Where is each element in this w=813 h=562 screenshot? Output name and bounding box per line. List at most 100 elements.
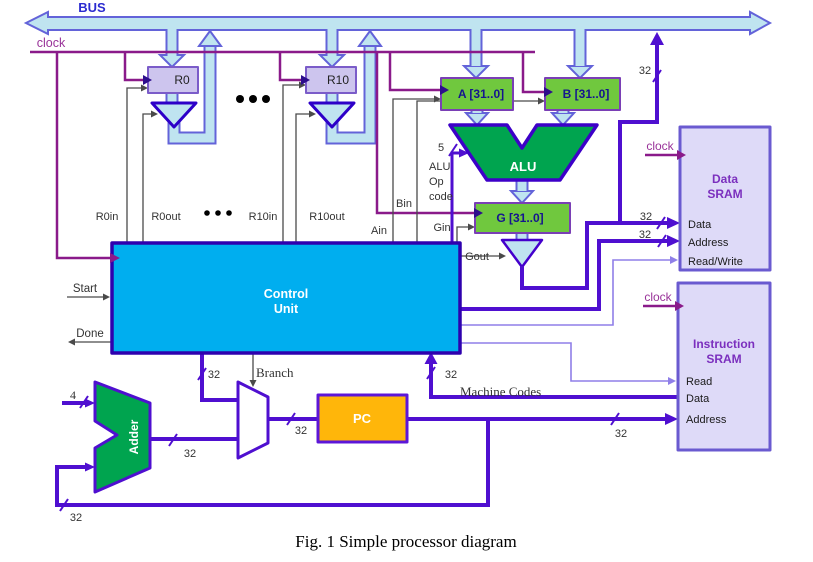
wire-r10out [295, 113, 309, 243]
width-32-machine-codes: 32 [445, 369, 457, 381]
control-unit [110, 241, 462, 355]
data-wire-arrowheads [85, 32, 680, 472]
width-32-mux-out: 32 [295, 425, 307, 437]
wire-r0in [126, 87, 141, 243]
register-g [474, 202, 571, 234]
register-b-label: B [31..0] [563, 87, 610, 101]
alu-op-label-line3: code [429, 191, 453, 203]
blocks [93, 66, 772, 494]
signal-r10in-label: R10in [249, 211, 278, 223]
data-wires [55, 45, 678, 507]
control-unit-label-line2: Unit [274, 302, 299, 316]
data-sram-title-line2: SRAM [707, 187, 742, 201]
data-sram [678, 125, 772, 272]
wire-to-bus [618, 45, 659, 223]
wire-cu-read [460, 342, 668, 382]
wire-cu-readwrite [460, 259, 670, 326]
b-clock-chevron-icon [544, 87, 553, 97]
tristate-buffer-g [500, 238, 544, 269]
tristate-buffer-r10 [308, 101, 356, 129]
instruction-sram-title-line1: Instruction [693, 337, 755, 351]
signal-bin-label: Bin [396, 198, 412, 210]
bus-label: BUS [78, 0, 106, 15]
instruction-sram-port-address: Address [686, 414, 727, 426]
r10-clock-chevron-icon [301, 75, 310, 85]
instruction-sram-clock-label: clock [644, 290, 672, 304]
width-32-adder-out: 32 [184, 448, 196, 460]
a-clock-chevron-icon [440, 85, 449, 95]
figure-caption: Fig. 1 Simple processor diagram [295, 532, 516, 551]
g-clock-chevron-icon [474, 208, 483, 218]
data-sram-port-readwrite: Read/Write [688, 256, 743, 268]
wire-cu-to-mux [200, 353, 238, 402]
data-sram-title-line1: Data [712, 172, 738, 186]
signal-r0out-label: R0out [151, 211, 180, 223]
signal-ain-label: Ain [371, 225, 387, 237]
signal-r10out-label: R10out [309, 211, 344, 223]
width-32-data: 32 [640, 211, 652, 223]
alu-op-width-label: 5 [438, 142, 444, 154]
cu-clock-chevron-icon [110, 253, 120, 263]
instruction-sram-port-read: Read [686, 376, 712, 388]
width-32-bus-up: 32 [639, 65, 651, 77]
control-wires [460, 259, 670, 382]
register-a [440, 77, 514, 111]
wire-g-to-datasram [520, 221, 667, 290]
control-unit-label-line1: Control [264, 287, 308, 301]
signal-gin-label: Gin [433, 222, 450, 234]
data-sram-clock-chevron-icon [677, 150, 686, 160]
wire-machine-codes [429, 364, 678, 399]
data-sram-clock-label: clock [646, 139, 674, 153]
wire-r10in [282, 84, 299, 243]
instruction-sram [676, 281, 772, 452]
control-wire-arrowheads [668, 256, 678, 385]
data-sram-port-data: Data [688, 219, 712, 231]
signal-start-label: Start [73, 283, 98, 295]
data-sram-port-address: Address [688, 237, 729, 249]
register-r0 [147, 66, 199, 94]
alu-op-label-line2: Op [429, 176, 444, 188]
width-4-adder: 4 [70, 388, 76, 402]
signal-gout-label: Gout [465, 251, 489, 263]
branch-mux [236, 380, 270, 460]
tristate-buffer-r0 [150, 101, 198, 129]
instruction-sram-title-line2: SRAM [706, 352, 741, 366]
alu [448, 123, 599, 182]
wire-ain [392, 98, 434, 243]
ellipsis-dots [204, 95, 270, 216]
register-r0-label: R0 [174, 73, 190, 87]
wire-alu-opcode [450, 151, 459, 243]
adder [93, 380, 152, 494]
bus-width-slashes [59, 69, 667, 512]
instruction-sram-port-data: Data [686, 393, 710, 405]
width-32-pc-address: 32 [615, 428, 627, 440]
r0-clock-chevron-icon [143, 75, 152, 85]
system-bus [23, 10, 773, 36]
clock-input-chevrons [110, 75, 686, 311]
signal-r0in-label: R0in [96, 211, 119, 223]
register-g-label: G [31..0] [496, 211, 543, 225]
register-a-label: A [31..0] [458, 87, 504, 101]
clock-net [30, 50, 677, 308]
width-32-cu-mux: 32 [208, 369, 220, 381]
adder-label: Adder [127, 419, 141, 454]
wire-pc-feedback [55, 419, 490, 507]
enable-wire-arrowheads [68, 81, 545, 387]
instruction-sram-clock-chevron-icon [675, 301, 684, 311]
pc [316, 393, 409, 444]
register-r10-label: R10 [327, 73, 349, 87]
wire-r0out [142, 113, 151, 243]
wire-cu-to-address [460, 239, 667, 311]
alu-label: ALU [510, 159, 537, 174]
signal-machine-codes-label: Machine Codes [460, 384, 541, 399]
wire-gin [456, 226, 468, 243]
width-32-feedback: 32 [70, 512, 82, 524]
pc-label: PC [353, 411, 372, 426]
signal-branch-label: Branch [256, 365, 294, 380]
signal-done-label: Done [76, 328, 104, 340]
alu-op-label-line1: ALU [429, 161, 450, 173]
bus-band [23, 10, 773, 36]
width-32-address: 32 [639, 229, 651, 241]
